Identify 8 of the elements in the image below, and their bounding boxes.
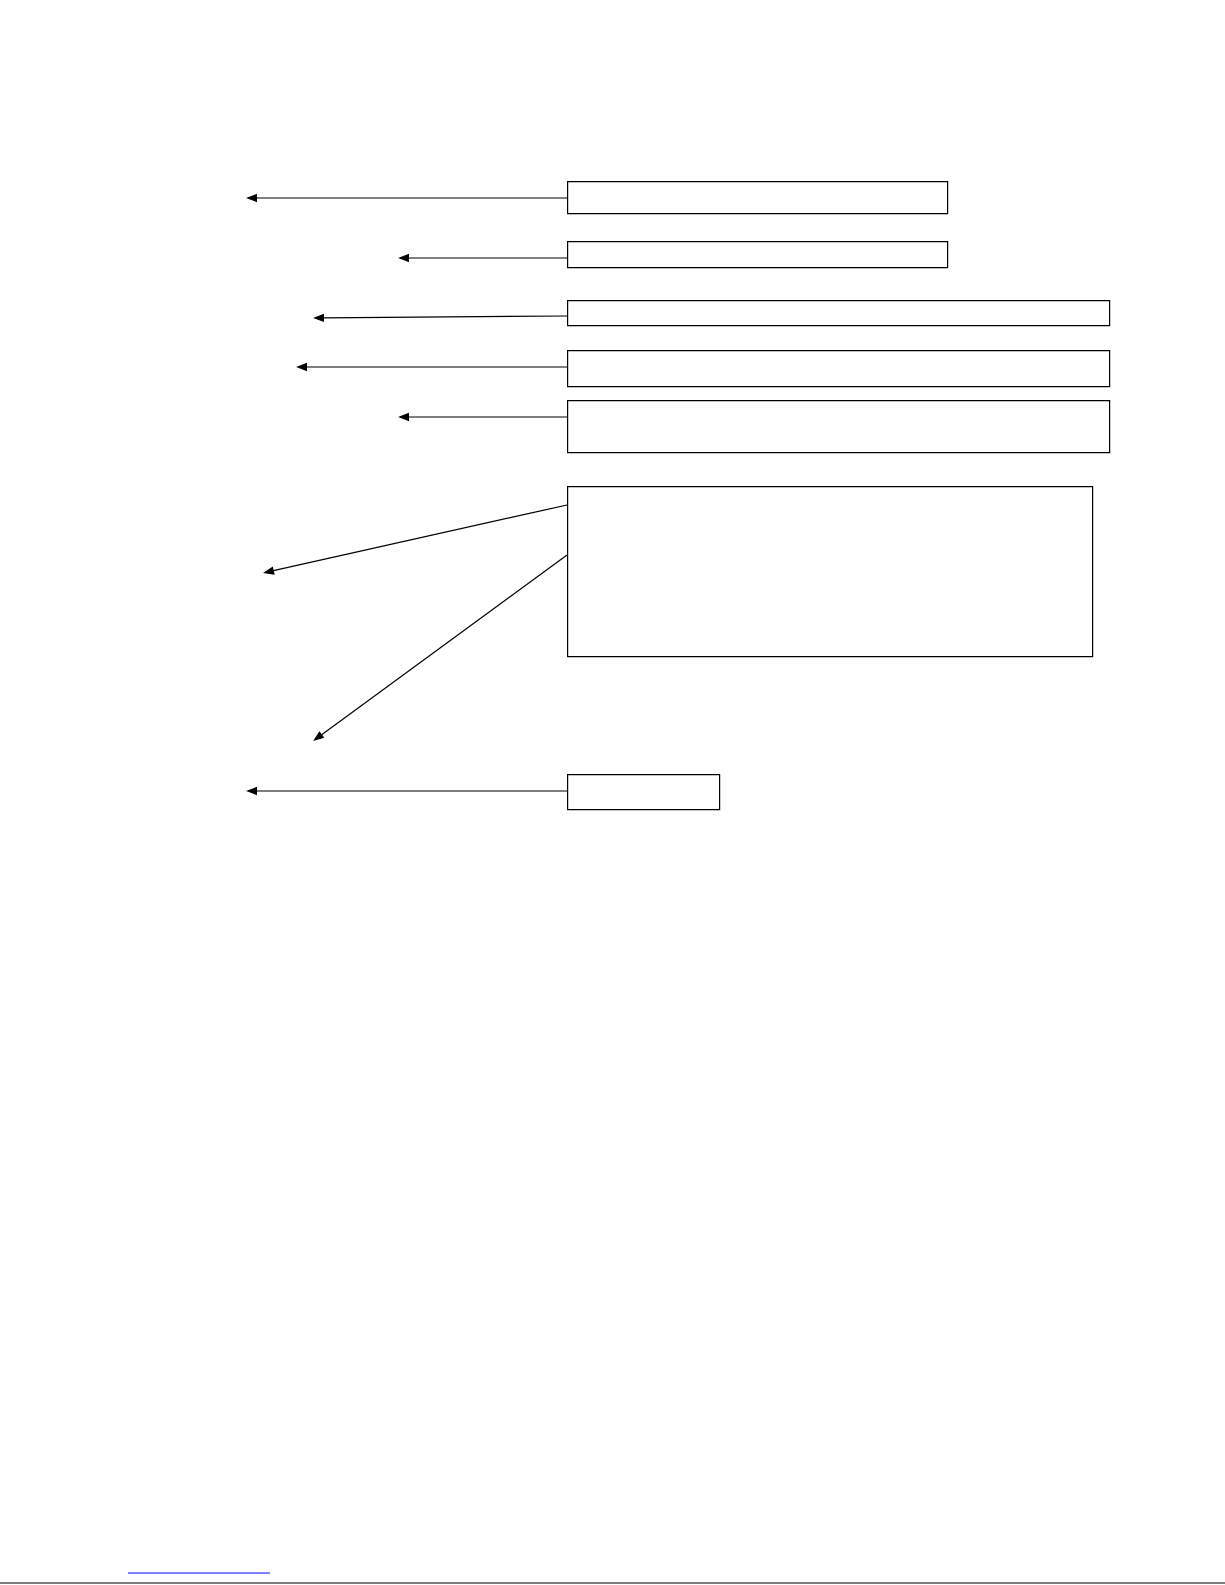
empty-box [567,241,949,269]
arrow [313,554,568,741]
empty-box [567,774,721,811]
empty-box [567,350,1111,388]
empty-box [567,400,1111,454]
empty-box [567,299,1111,327]
empty-box [567,486,1094,658]
empty-box [567,181,949,215]
